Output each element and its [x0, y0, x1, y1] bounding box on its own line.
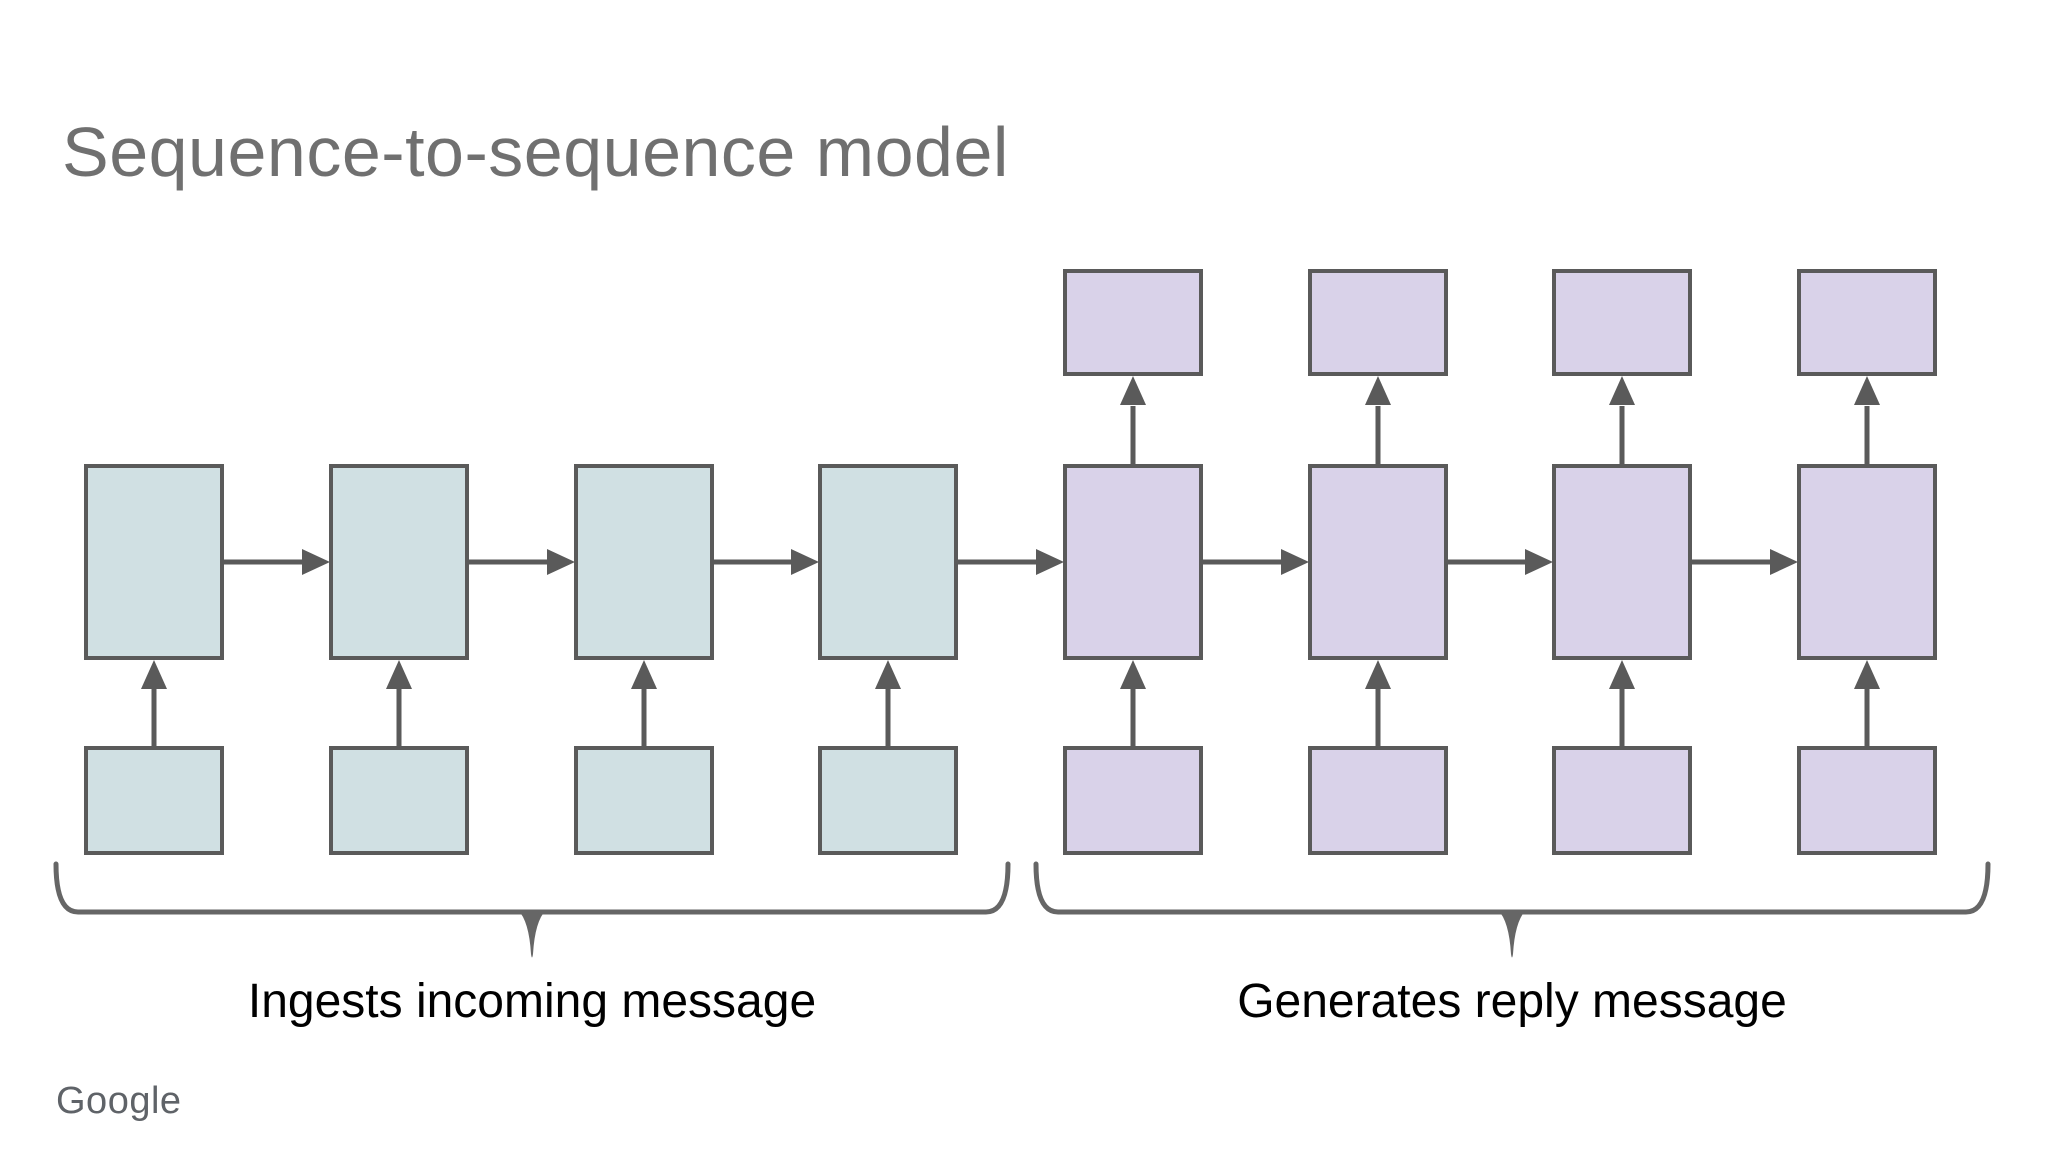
decoder-cell-1 — [1063, 464, 1203, 660]
brace-spike — [518, 910, 546, 958]
decoder-step-3 — [1552, 269, 1692, 855]
decoder-input-arrow-4 — [1854, 660, 1880, 746]
brace-spike — [1498, 910, 1526, 958]
encoder-brace — [53, 861, 1011, 958]
brace-bar — [53, 861, 1011, 915]
arrow-head — [1365, 660, 1391, 689]
decoder-output-3 — [1552, 269, 1692, 376]
decoder-cell-3 — [1552, 464, 1692, 660]
arrow-head — [1609, 376, 1635, 405]
decoder-output-arrow-4 — [1854, 376, 1880, 464]
arrow-head — [1854, 660, 1880, 689]
decoder-output-2 — [1308, 269, 1448, 376]
decoder-input-arrow-1 — [1120, 660, 1146, 746]
encoder-cell-1 — [84, 464, 224, 660]
state-arrow-2 — [467, 549, 575, 575]
arrow-head — [1365, 376, 1391, 405]
state-arrow-5 — [1201, 549, 1309, 575]
encoder-cell-2 — [329, 464, 469, 660]
encoder-input-1 — [84, 746, 224, 855]
decoder-input-arrow-2 — [1365, 660, 1391, 746]
decoder-brace — [1033, 861, 1991, 958]
state-arrow-6 — [1446, 549, 1553, 575]
arrow-head — [1120, 376, 1146, 405]
arrow-head — [1770, 549, 1798, 575]
arrow-head — [302, 549, 330, 575]
decoder-output-arrow-3 — [1609, 376, 1635, 464]
arrow-head — [1525, 549, 1553, 575]
encoder-input-arrow-1 — [141, 660, 167, 746]
arrow-head — [1609, 660, 1635, 689]
decoder-step-4 — [1797, 269, 1937, 855]
encoder-input-arrow-3 — [631, 660, 657, 746]
arrow-head — [547, 549, 575, 575]
decoder-input-arrow-3 — [1609, 660, 1635, 746]
encoder-cell-3 — [574, 464, 714, 660]
decoder-input-2 — [1308, 746, 1448, 855]
decoder-cell-4 — [1797, 464, 1937, 660]
decoder-step-1 — [1063, 269, 1203, 855]
encoder-input-4 — [818, 746, 958, 855]
encoder-input-arrow-4 — [875, 660, 901, 746]
state-arrow-7 — [1690, 549, 1798, 575]
arrow-head — [875, 660, 901, 689]
arrow-head — [1281, 549, 1309, 575]
decoder-step-2 — [1308, 269, 1448, 855]
encoder-step-1 — [84, 464, 224, 855]
arrow-head — [141, 660, 167, 689]
arrow-head — [1854, 376, 1880, 405]
decoder-cell-2 — [1308, 464, 1448, 660]
arrow-head — [791, 549, 819, 575]
encoder-input-arrow-2 — [386, 660, 412, 746]
encoder-step-3 — [574, 464, 714, 855]
state-arrow-3 — [712, 549, 819, 575]
arrow-head — [386, 660, 412, 689]
encoder-step-4 — [818, 464, 958, 855]
encoder-caption: Ingests incoming message — [247, 975, 817, 1028]
decoder-output-arrow-1 — [1120, 376, 1146, 464]
slide-title: Sequence-to-sequence model — [62, 113, 1009, 191]
arrow-head — [1036, 549, 1064, 575]
encoder-input-2 — [329, 746, 469, 855]
decoder-input-4 — [1797, 746, 1937, 855]
encoder-decoder-arrow — [956, 549, 1064, 575]
brace-bar — [1033, 861, 1991, 915]
encoder-step-2 — [329, 464, 469, 855]
decoder-output-arrow-2 — [1365, 376, 1391, 464]
state-arrow-1 — [222, 549, 330, 575]
encoder-input-3 — [574, 746, 714, 855]
google-logo: Google — [56, 1080, 182, 1122]
decoder-output-1 — [1063, 269, 1203, 376]
arrow-head — [1120, 660, 1146, 689]
decoder-output-4 — [1797, 269, 1937, 376]
encoder-cell-4 — [818, 464, 958, 660]
decoder-caption: Generates reply message — [1237, 975, 1787, 1028]
decoder-input-3 — [1552, 746, 1692, 855]
arrow-head — [631, 660, 657, 689]
decoder-input-1 — [1063, 746, 1203, 855]
